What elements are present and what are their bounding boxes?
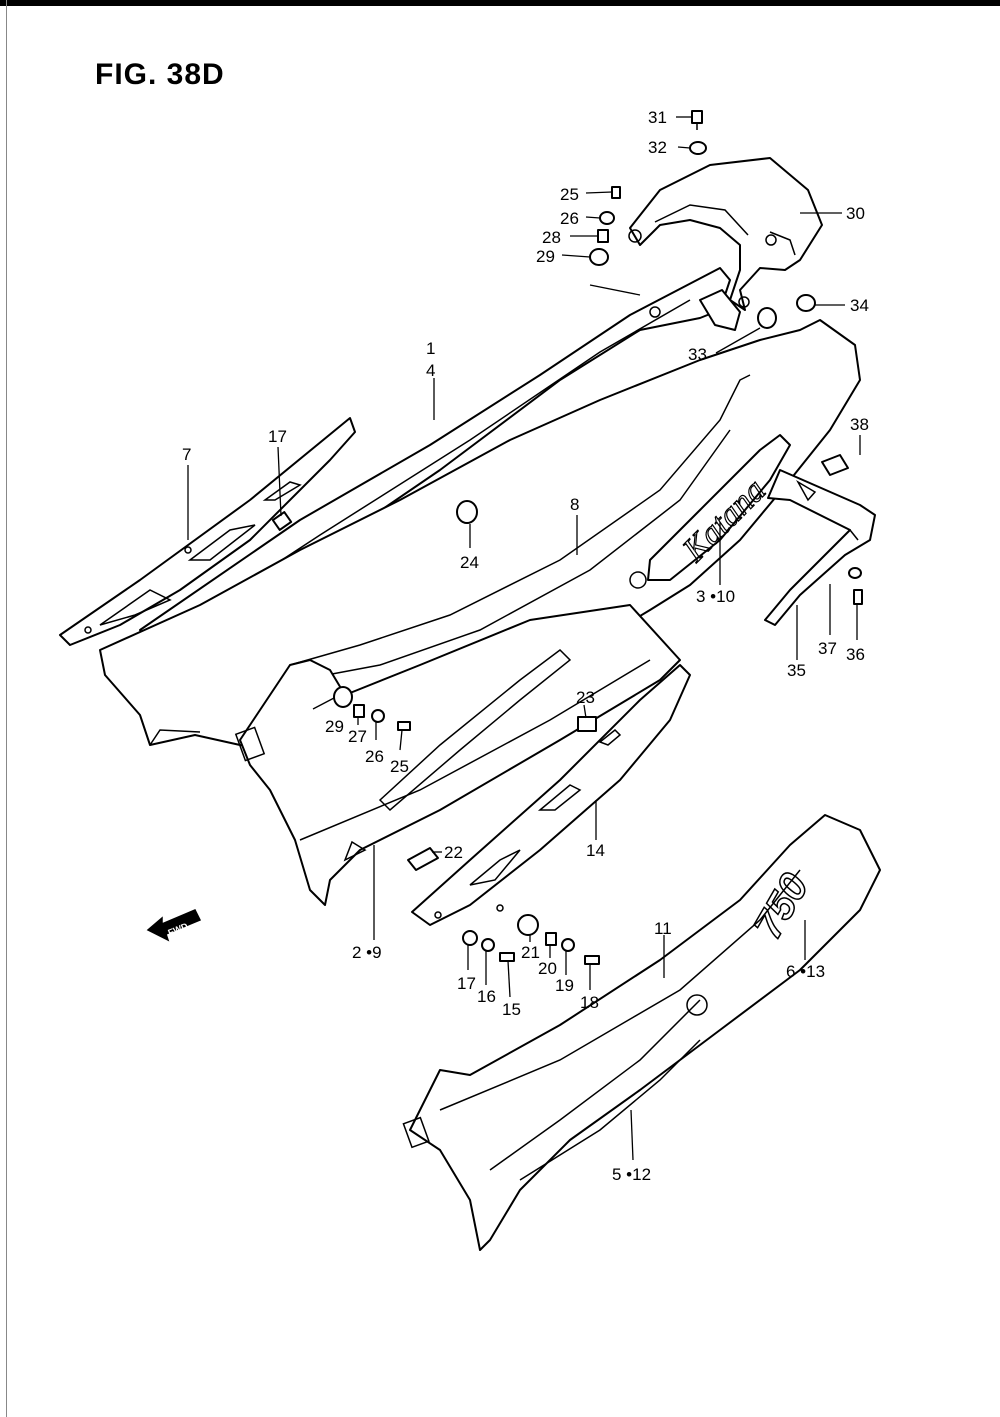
label-20: 20 xyxy=(538,959,557,978)
label-25b: 25 xyxy=(390,757,409,776)
label-19: 19 xyxy=(555,976,574,995)
label-33: 33 xyxy=(688,345,707,364)
part-2-9-lower-side-panel xyxy=(234,604,681,906)
label-4: 4 xyxy=(426,361,435,380)
label-35: 35 xyxy=(787,661,806,680)
left-border xyxy=(6,0,7,1417)
label-26a: 26 xyxy=(560,209,579,228)
label-29a: 29 xyxy=(536,247,555,266)
label-5-12: 5 •12 xyxy=(612,1165,651,1184)
label-2-9: 2 •9 xyxy=(352,943,382,962)
part-11-lower-cover xyxy=(402,814,881,1251)
label-29b: 29 xyxy=(325,717,344,736)
part-30-rear-bracket xyxy=(628,157,823,311)
label-26b: 26 xyxy=(365,747,384,766)
part-35-rear-arm xyxy=(764,469,876,626)
label-1: 1 xyxy=(426,339,435,358)
label-15: 15 xyxy=(502,1000,521,1019)
leader-lines xyxy=(187,116,861,1161)
label-11: 11 xyxy=(654,919,672,938)
label-37: 37 xyxy=(818,639,837,658)
label-17b: 17 xyxy=(457,974,476,993)
hardware-parts xyxy=(271,110,863,965)
label-36: 36 xyxy=(846,645,865,664)
label-23: 23 xyxy=(576,688,595,707)
part-number-labels: 31 32 25 26 28 29 30 34 33 1 4 7 17 38 8… xyxy=(182,108,869,1184)
label-16: 16 xyxy=(477,987,496,1006)
part-7-front-side-panel xyxy=(59,417,356,646)
label-14: 14 xyxy=(586,841,605,860)
label-6-13: 6 •13 xyxy=(786,962,825,981)
label-30: 30 xyxy=(846,204,865,223)
part-8-tail-cover xyxy=(99,319,861,751)
part-14-inner-plate xyxy=(411,664,691,926)
label-7: 7 xyxy=(182,445,191,464)
label-25a: 25 xyxy=(560,185,579,204)
label-34: 34 xyxy=(850,296,869,315)
label-8: 8 xyxy=(570,495,579,514)
label-38: 38 xyxy=(850,415,869,434)
label-24: 24 xyxy=(460,553,479,572)
label-28: 28 xyxy=(542,228,561,247)
label-18: 18 xyxy=(580,993,599,1012)
top-border xyxy=(0,0,1000,6)
label-17a: 17 xyxy=(268,427,287,446)
label-22: 22 xyxy=(444,843,463,862)
fwd-arrow: FWD xyxy=(146,909,202,942)
label-27: 27 xyxy=(348,727,367,746)
label-21: 21 xyxy=(521,943,540,962)
label-31: 31 xyxy=(648,108,667,127)
label-3-10: 3 •10 xyxy=(696,587,735,606)
label-32: 32 xyxy=(648,138,667,157)
figure-title: FIG. 38D xyxy=(95,58,225,91)
